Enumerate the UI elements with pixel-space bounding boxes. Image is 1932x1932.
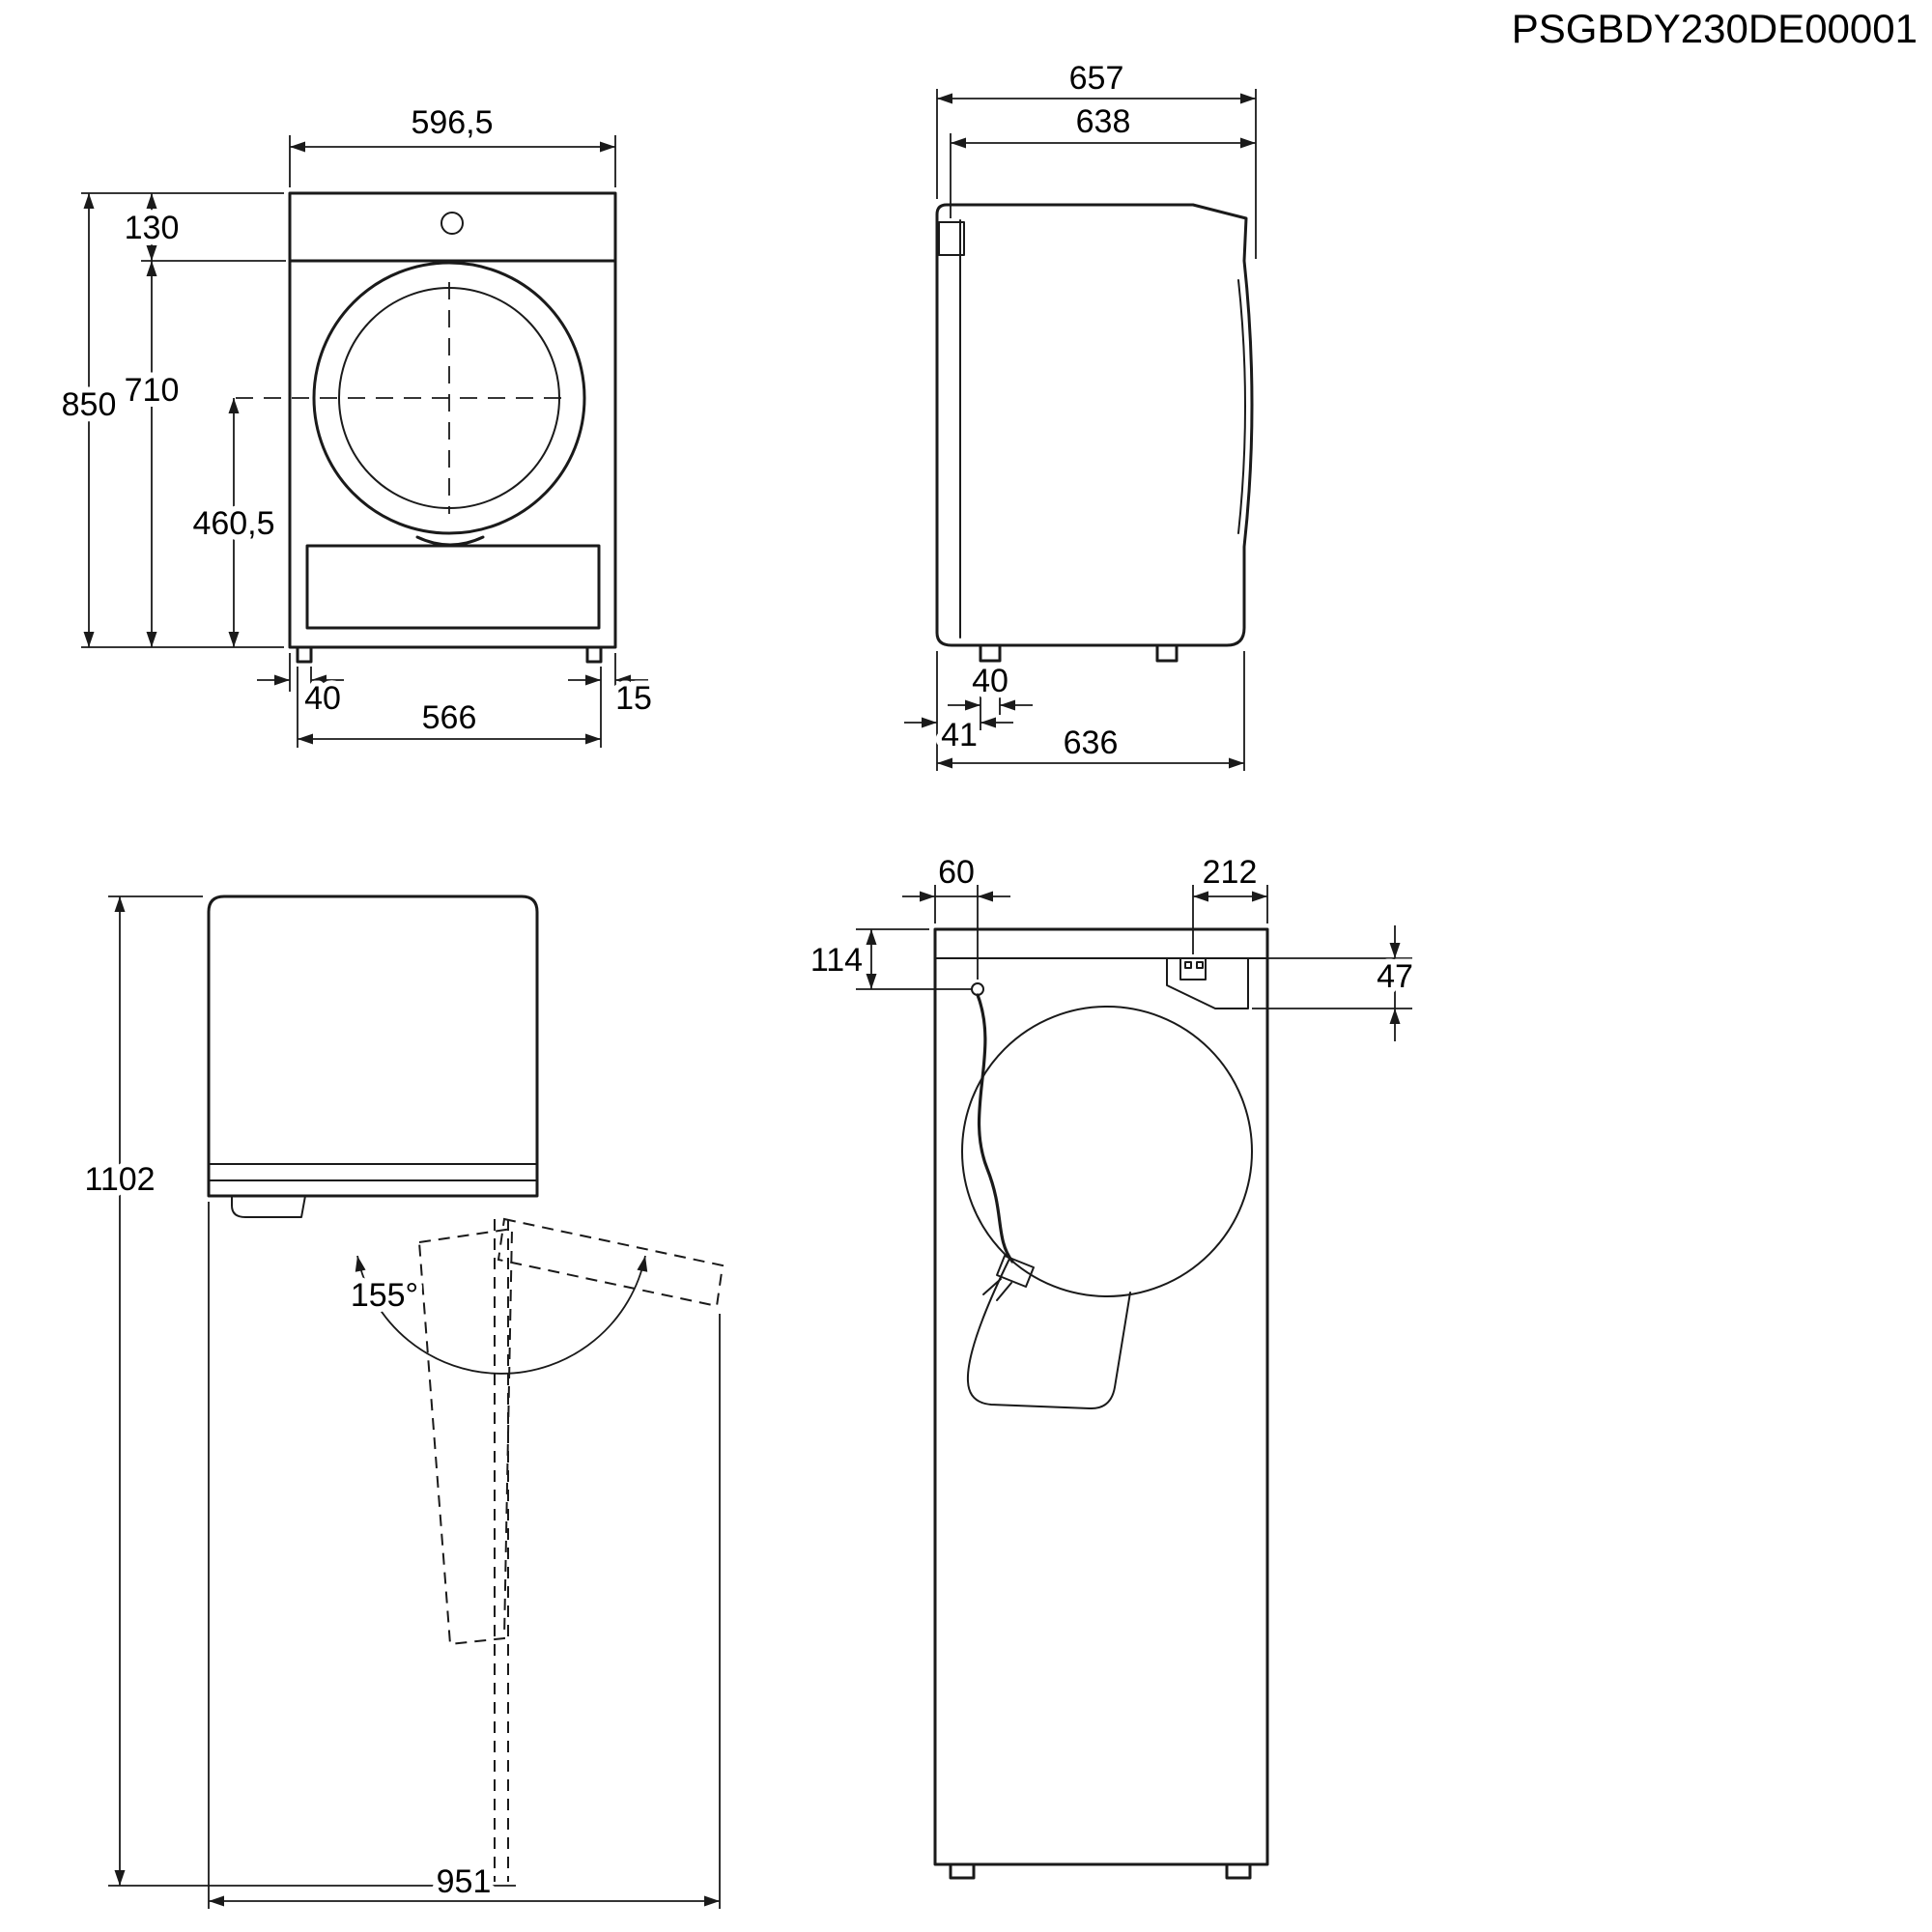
side-machine-outline — [935, 203, 1254, 663]
dim-label-cord-offset-y: 114 — [810, 942, 863, 979]
dim-label-body-depth: 638 — [1076, 103, 1131, 140]
dim-label-total-depth: 657 — [1069, 60, 1124, 97]
dim-label-foot-width: 40 — [972, 663, 1009, 699]
front-door-outer-ring — [312, 261, 586, 535]
dim-label-door-center-height: 460,5 — [192, 505, 274, 542]
open-door-position-hanging — [417, 1227, 514, 1646]
front-view: 596,5 850 130 710 460,5 40 15 566 — [56, 99, 658, 748]
side-machine-details — [938, 219, 1246, 639]
front-power-knob — [440, 212, 464, 235]
dim-label-overall-width: 596,5 — [411, 104, 493, 141]
back-cord-anchor — [971, 982, 984, 996]
front-door-centerlines — [236, 282, 563, 514]
dim-label-cord-offset-x: 60 — [938, 854, 975, 891]
dim-label-door-angle: 155° — [351, 1277, 418, 1314]
open-door-projection-lines — [494, 1219, 509, 1882]
back-extension-lines — [856, 885, 1412, 1009]
dim-label-door-zone-height: 710 — [125, 372, 180, 409]
dim-label-foot-spacing: 566 — [422, 699, 477, 736]
back-power-cord — [976, 993, 1014, 1264]
dim-label-edge-offset: 15 — [615, 680, 652, 717]
dim-label-inlet-offset: 212 — [1203, 854, 1258, 891]
dim-label-foot-offset: 40 — [304, 680, 341, 717]
open-machine-details — [208, 1163, 538, 1218]
door-open-view: 1102 155° 951 — [78, 895, 724, 1909]
back-view: 60 212 114 47 — [805, 848, 1419, 1880]
open-machine-outline — [207, 895, 539, 1198]
dim-label-panel-height: 130 — [125, 210, 180, 246]
back-base-bulge — [966, 1258, 1131, 1410]
back-machine-outline — [933, 927, 1269, 1880]
dim-label-body-height: 850 — [62, 386, 117, 423]
dim-label-open-depth: 951 — [437, 1863, 492, 1900]
open-door-position-open — [497, 1217, 724, 1308]
back-power-plug — [982, 1255, 1035, 1301]
front-machine-outline — [288, 191, 617, 664]
drawing-code: PSGBDY230DE00001 — [1512, 6, 1918, 51]
side-extension-lines — [936, 89, 1257, 771]
dim-label-rear-gap: 41 — [941, 717, 978, 753]
dim-label-base-depth: 636 — [1064, 724, 1119, 761]
back-inlet-recess — [1166, 957, 1249, 1009]
open-extension-lines — [108, 895, 721, 1909]
dim-label-open-height: 1102 — [84, 1161, 155, 1198]
dim-label-inlet-height: 47 — [1377, 958, 1413, 995]
side-view: 657 638 40 41 636 — [904, 54, 1257, 771]
open-door-swing-arc — [355, 1255, 648, 1375]
back-drum-bulge — [961, 1006, 1253, 1297]
